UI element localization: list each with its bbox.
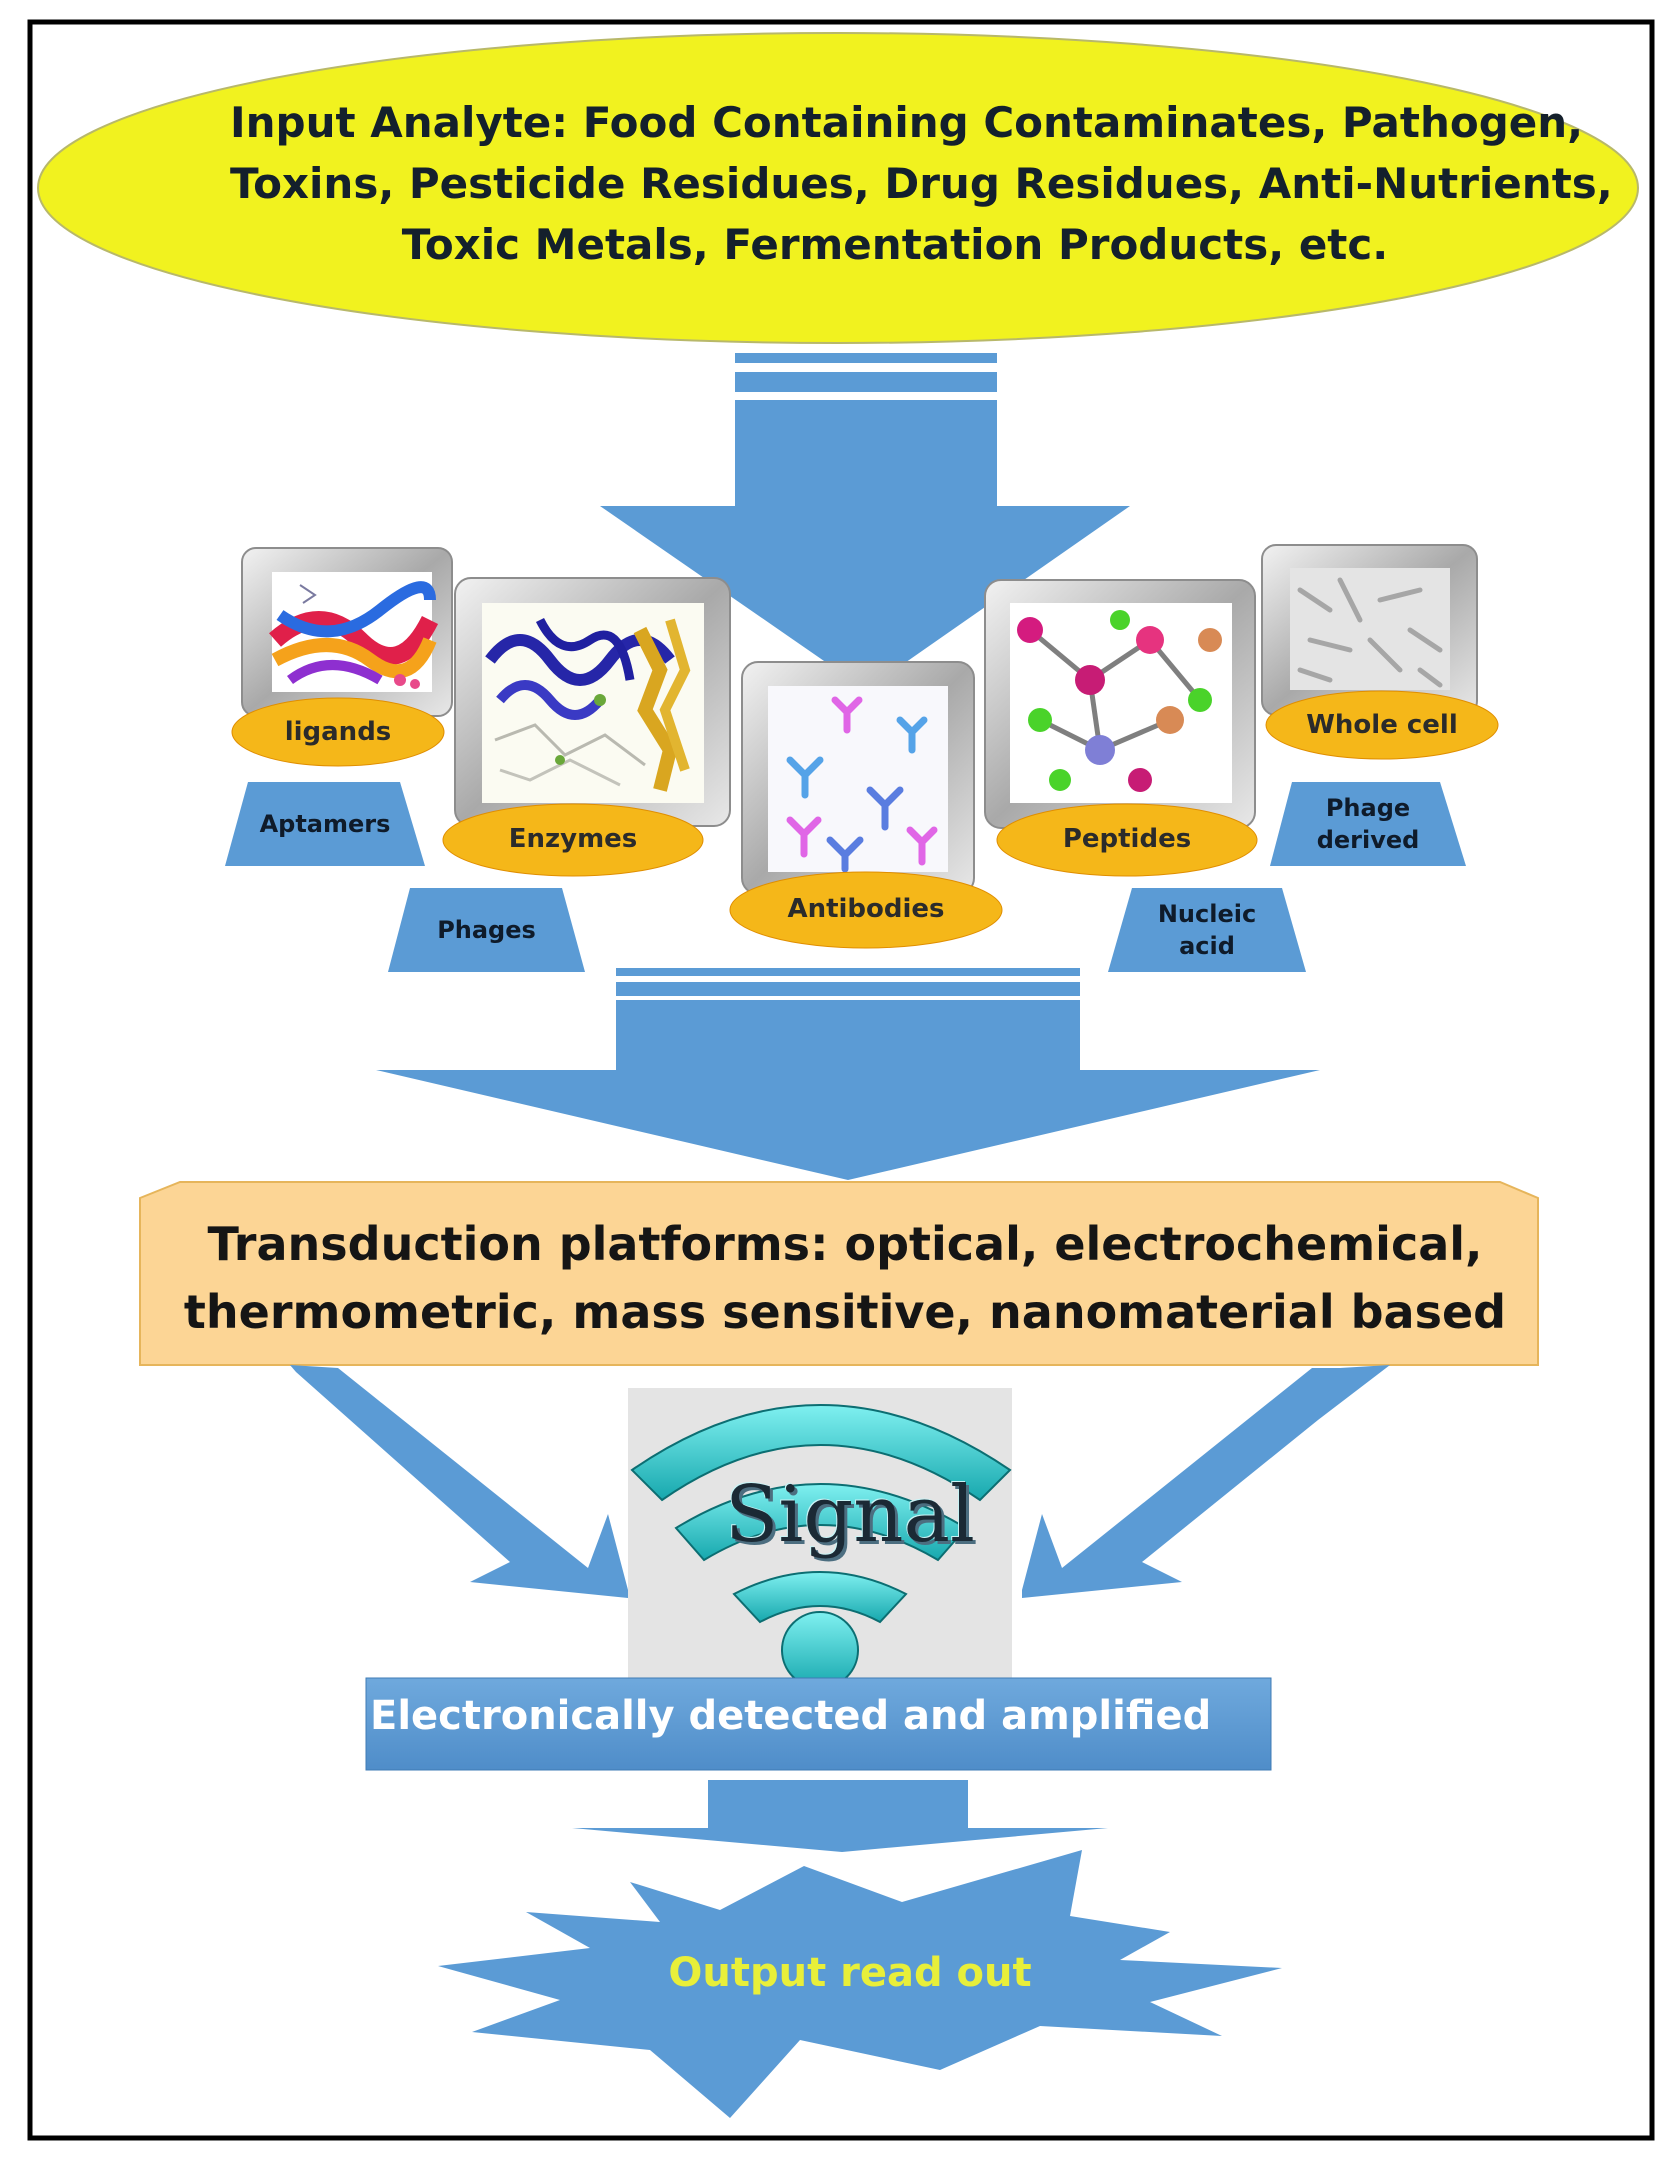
nucleic-acid-line-1: Nucleic [1157, 900, 1257, 928]
transduction-box [139, 1181, 1539, 1366]
input-line-3: Toxic Metals, Fermentation Products, etc… [401, 220, 1389, 269]
peptides-label: Peptides [1062, 824, 1192, 854]
arrow-diagonal-right [1022, 1365, 1390, 1598]
peptides-image-frame [984, 579, 1256, 829]
nucleic-acid-trapezoid [1108, 888, 1306, 972]
whole-cell-image-frame [1261, 544, 1478, 716]
arrow-down-3 [572, 1780, 1108, 1852]
detection-label: Electronically detected and amplified [370, 1693, 1212, 1739]
output-label: Output read out [668, 1950, 1032, 1996]
arrow-down-1 [600, 353, 1130, 690]
input-line-2: Toxins, Pesticide Residues, Drug Residue… [230, 159, 1613, 208]
phages-trapezoid [388, 888, 585, 972]
antibodies-pill [729, 871, 1003, 949]
ligands-image-frame [241, 547, 453, 717]
signal-word: Signal [725, 1470, 975, 1560]
input-ellipse [37, 32, 1639, 344]
arrow-down-2 [376, 968, 1320, 1180]
peptides-pill [996, 803, 1258, 877]
nucleic-acid-line-2: acid [1179, 932, 1235, 960]
wifi-signal-icon [630, 1404, 1012, 1689]
aptamers-trapezoid [225, 782, 425, 866]
aptamers-label: Aptamers [259, 810, 391, 838]
transduction-text: Transduction platforms: optical, electro… [150, 1210, 1540, 1346]
phage-derived-label: Phage derived [1270, 792, 1466, 856]
enzymes-label: Enzymes [508, 824, 638, 854]
output-starburst [438, 1850, 1282, 2118]
enzymes-pill [442, 803, 704, 877]
nucleic-acid-label: Nucleic acid [1108, 898, 1306, 962]
input-analyte-text: Input Analyte: Food Containing Contamina… [230, 92, 1613, 275]
ligands-label: ligands [284, 717, 392, 747]
ligands-pill [231, 697, 445, 767]
phages-label: Phages [437, 916, 536, 944]
phage-derived-line-2: derived [1316, 826, 1420, 854]
input-line-1: Input Analyte: Food Containing Contamina… [230, 98, 1584, 147]
transduction-line-2: thermometric, mass sensitive, nanomateri… [183, 1285, 1507, 1339]
antibodies-image-frame [741, 661, 975, 895]
enzymes-image-frame [454, 577, 731, 827]
arrow-diagonal-left [290, 1365, 628, 1598]
whole-cell-pill [1265, 690, 1499, 760]
phage-derived-trapezoid [1270, 782, 1466, 866]
antibodies-label: Antibodies [787, 894, 945, 924]
transduction-line-1: Transduction platforms: optical, electro… [207, 1217, 1483, 1271]
whole-cell-label: Whole cell [1306, 710, 1458, 740]
detection-bar [365, 1677, 1272, 1771]
phage-derived-line-1: Phage [1325, 794, 1411, 822]
